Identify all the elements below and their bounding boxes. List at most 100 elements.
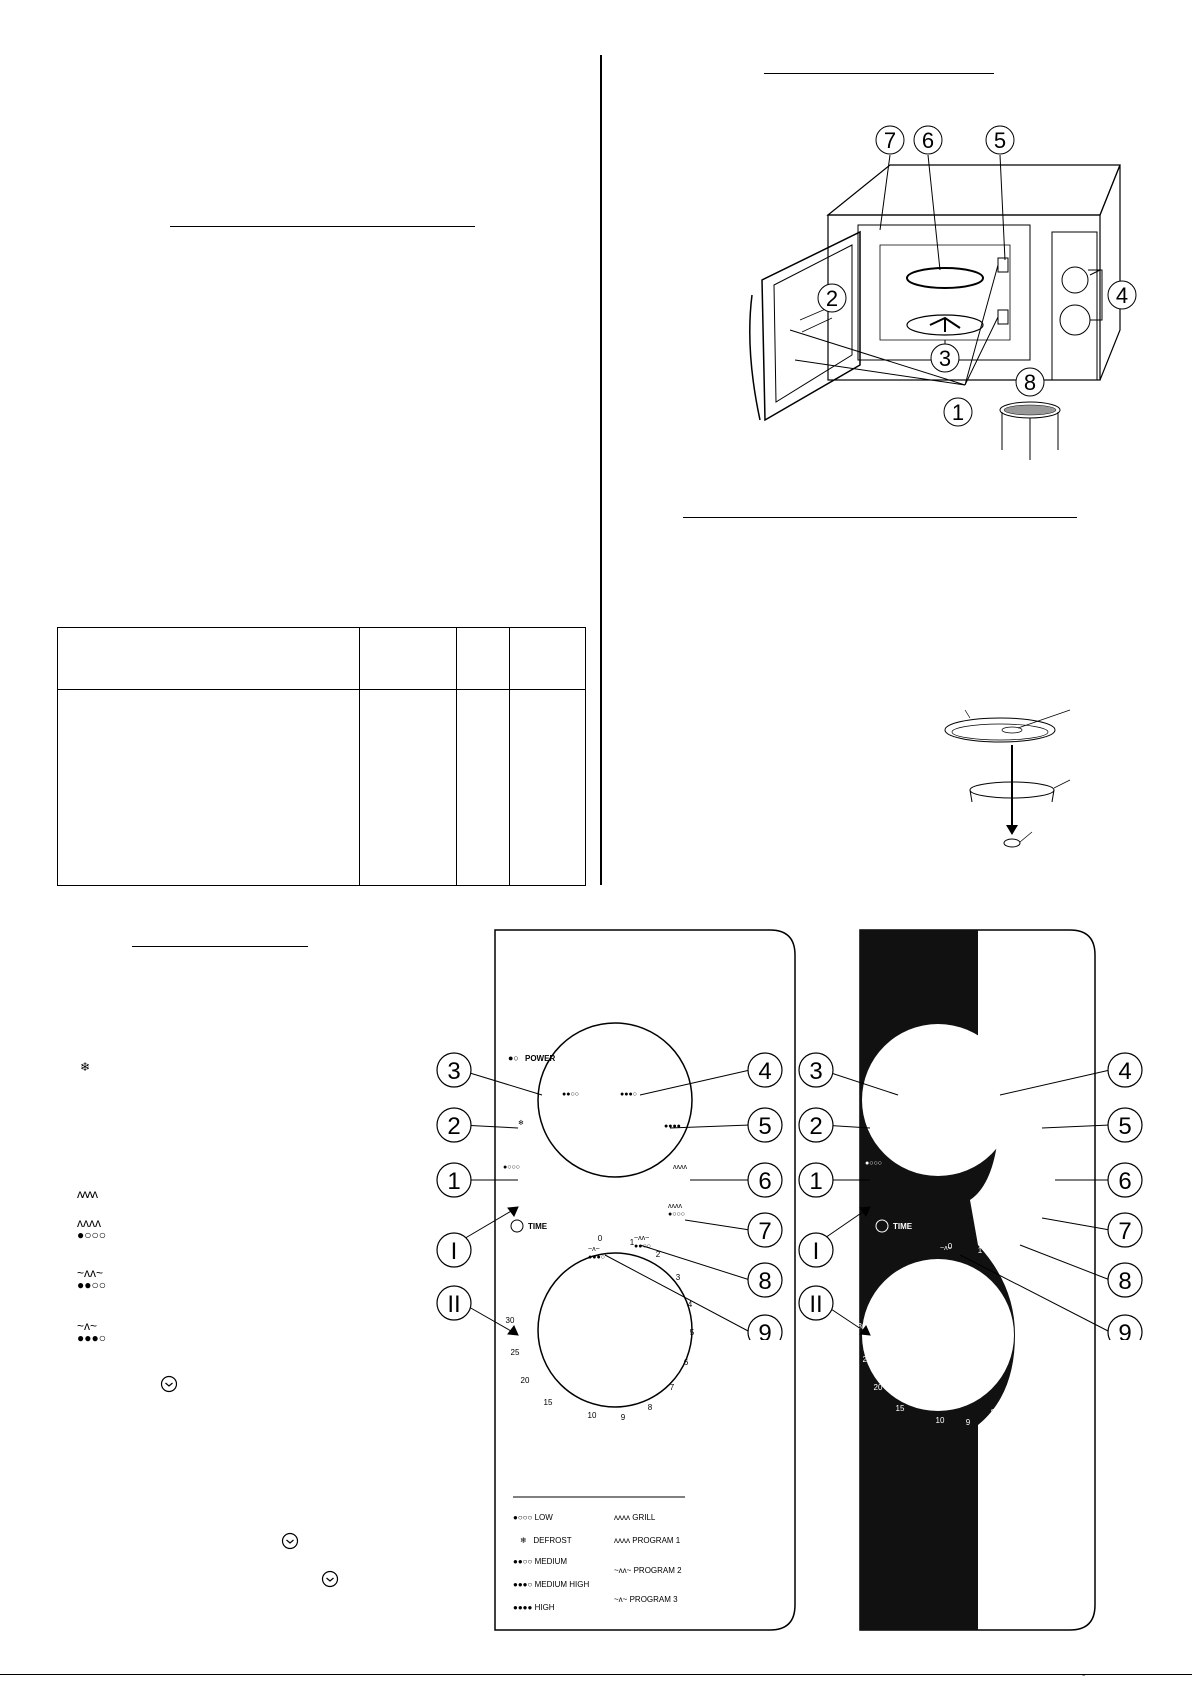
- svg-text:●●●●: ●●●●: [664, 1123, 681, 1130]
- svg-text:9: 9: [966, 1418, 971, 1427]
- power-label: POWER: [525, 1054, 555, 1063]
- svg-text:~ᴧᴧ~: ~ᴧᴧ~: [634, 1235, 649, 1242]
- diagram-label: 7: [884, 128, 896, 153]
- svg-text:●●●○: ●●●○: [620, 1091, 637, 1098]
- svg-text:●○○○: ●○○○: [865, 1160, 882, 1167]
- table-col-divider-3: [509, 628, 510, 885]
- svg-text:10: 10: [588, 1411, 597, 1420]
- svg-text:6: 6: [684, 1358, 689, 1367]
- callout-2: 2: [809, 1113, 822, 1140]
- callout-1: 1: [809, 1168, 822, 1195]
- callout-6: 6: [1118, 1168, 1131, 1195]
- svg-text:5: 5: [690, 1328, 695, 1337]
- callout-II: II: [447, 1291, 460, 1318]
- spec-table: [57, 627, 586, 886]
- svg-text:3: 3: [1020, 1280, 1025, 1289]
- svg-text:~ᴧᴧ~: ~ᴧᴧ~: [980, 1245, 995, 1252]
- svg-text:4: 4: [1030, 1308, 1035, 1317]
- microwave-parts-diagram: 7 6 5 4 3 2 1 8: [749, 125, 1137, 460]
- svg-text:1: 1: [978, 1246, 983, 1255]
- svg-text:❄︎: ❄︎: [518, 1119, 524, 1127]
- svg-text:8: 8: [991, 1408, 996, 1417]
- svg-text:4: 4: [688, 1300, 693, 1309]
- svg-text:●●○○: ●●○○: [634, 1243, 651, 1250]
- svg-text:15: 15: [544, 1398, 553, 1407]
- svg-text:2: 2: [1002, 1258, 1007, 1267]
- program-3-icon: ~ᴧ~: [614, 1595, 628, 1604]
- svg-text:ᴧᴧᴧᴧ: ᴧᴧᴧᴧ: [668, 1203, 683, 1210]
- callout-4: 4: [1118, 1058, 1131, 1085]
- time-label: TIME: [528, 1222, 548, 1231]
- svg-text:8: 8: [648, 1403, 653, 1412]
- legend-symbol: ●○○○: [513, 1513, 533, 1522]
- column-divider: [600, 55, 602, 885]
- callout-2: 2: [447, 1113, 460, 1140]
- grill-icon: ᴧᴧᴧᴧ: [614, 1513, 630, 1522]
- svg-text:●●●○: ●●●○: [588, 1254, 605, 1261]
- svg-text:7: 7: [1012, 1390, 1017, 1399]
- section-heading-underline-1: [170, 226, 475, 227]
- svg-text:●●○○: ●●○○: [562, 1091, 579, 1098]
- grill-icon: ᴧᴧᴧᴧ: [77, 1187, 98, 1201]
- svg-text:●●●○: ●●●○: [980, 1091, 997, 1098]
- callout-8: 8: [1118, 1268, 1131, 1295]
- svg-text:6: 6: [1026, 1366, 1031, 1375]
- program-1-icon: ᴧᴧᴧᴧ: [614, 1536, 630, 1545]
- time-label: TIME: [893, 1222, 913, 1231]
- svg-text:●●○○: ●●○○: [910, 1091, 927, 1098]
- table-col-divider-1: [359, 628, 360, 885]
- callout-8: 8: [758, 1268, 771, 1295]
- program-2-icon: ~ᴧᴧ~●●○○: [77, 1266, 106, 1292]
- svg-text:❄︎: ❄︎: [866, 1119, 872, 1127]
- callout-4: 4: [758, 1058, 771, 1085]
- callout-I: I: [813, 1238, 820, 1265]
- svg-text:●○: ●○: [508, 1053, 519, 1063]
- legend-label: PROGRAM 3: [629, 1595, 678, 1604]
- clock-icon: [281, 1532, 299, 1550]
- legend-symbol: ●●●●: [513, 1603, 533, 1612]
- callout-II: II: [809, 1291, 822, 1318]
- section-heading-underline-4: [132, 946, 308, 947]
- svg-text:●○: ●○: [875, 1054, 885, 1063]
- callout-9: 9: [1118, 1320, 1131, 1340]
- callout-3: 3: [809, 1058, 822, 1085]
- program-3-icon: ~ᴧ~●●●○: [77, 1319, 106, 1345]
- diagram-label: 3: [939, 346, 951, 371]
- svg-text:~ᴧ~: ~ᴧ~: [940, 1245, 952, 1252]
- svg-text:20: 20: [521, 1376, 530, 1385]
- svg-text:5: 5: [1032, 1336, 1037, 1345]
- svg-text:●○○○: ●○○○: [503, 1164, 520, 1171]
- callout-3: 3: [447, 1058, 460, 1085]
- svg-text:●○○○: ●○○○: [668, 1211, 685, 1218]
- section-heading-underline-2: [764, 73, 994, 74]
- section-heading-underline-3: [683, 517, 1077, 518]
- callout-7: 7: [1118, 1218, 1131, 1245]
- legend-label: MEDIUM: [534, 1557, 568, 1566]
- svg-text:2: 2: [656, 1250, 661, 1259]
- svg-text:0: 0: [598, 1234, 603, 1243]
- clock-icon: [160, 1375, 178, 1393]
- clock-icon: [321, 1570, 339, 1588]
- svg-text:20: 20: [874, 1383, 883, 1392]
- legend-label: DEFROST: [533, 1536, 572, 1545]
- svg-text:30: 30: [858, 1322, 867, 1331]
- svg-text:0: 0: [948, 1242, 953, 1251]
- svg-text:7: 7: [670, 1383, 675, 1392]
- svg-text:ᴧᴧᴧᴧ: ᴧᴧᴧᴧ: [1012, 1203, 1027, 1210]
- svg-text:~ᴧ~: ~ᴧ~: [588, 1246, 600, 1253]
- legend-label: LOW: [534, 1513, 553, 1522]
- diagram-label: 1: [952, 400, 964, 425]
- svg-text:●●●●: ●●●●: [1008, 1123, 1025, 1130]
- panel-callouts: 3 2 1 I II 4 5 6 7 8 9 3 2 1 I II 4 5 6 …: [436, 1052, 1143, 1340]
- diagram-label: 5: [994, 128, 1006, 153]
- svg-text:10: 10: [936, 1416, 945, 1425]
- legend-label: MEDIUM HIGH: [534, 1580, 590, 1589]
- diagram-label: 2: [826, 286, 838, 311]
- callout-5: 5: [758, 1113, 771, 1140]
- svg-text:ᴧᴧᴧᴧ: ᴧᴧᴧᴧ: [673, 1164, 688, 1171]
- footer-rule: [0, 1674, 1192, 1675]
- callout-I: I: [451, 1238, 458, 1265]
- svg-text:9: 9: [621, 1413, 626, 1422]
- control-panel-black: ●○ POWER TIME ●●○○ ●●●○ ●●●● ❄︎ ●○○○ ᴧᴧᴧ…: [858, 929, 1096, 1631]
- callout-7: 7: [758, 1218, 771, 1245]
